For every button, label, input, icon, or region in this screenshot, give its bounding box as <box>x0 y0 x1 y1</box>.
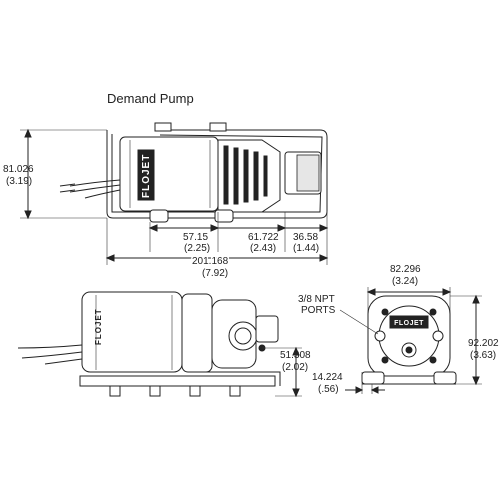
dim-front-height-mm: 92.202 <box>468 338 499 349</box>
top-view: FLOJET 81.026 (3.19) 57.1 <box>3 122 329 279</box>
ports-label-line2: PORTS <box>301 305 336 316</box>
dim-overall-mm: 201.168 <box>192 256 229 267</box>
side-view: FLOJET 51.308 (2.02) <box>17 291 311 398</box>
dim-foot-in: (.56) <box>318 384 339 395</box>
brand-label-side: FLOJET <box>94 308 103 345</box>
diagram-title: Demand Pump <box>107 91 194 106</box>
dim-front-height-in: (3.63) <box>470 350 496 361</box>
dim-foot-mm: 14.224 <box>312 372 343 383</box>
dim-front-width-mm: 82.296 <box>390 264 421 275</box>
dim-front-width-in: (3.24) <box>392 276 418 287</box>
dim-c-mm: 36.58 <box>293 232 318 243</box>
brand-label-top: FLOJET <box>141 154 152 198</box>
dim-b-mm: 61.722 <box>248 232 279 243</box>
brand-label-front: FLOJET <box>394 320 424 327</box>
dim-a-in: (2.25) <box>184 243 210 254</box>
dim-a-mm: 57.15 <box>183 232 208 243</box>
dim-port-height-mm: 51.308 <box>280 350 311 361</box>
dim-port-height-in: (2.02) <box>282 362 308 373</box>
dim-b-in: (2.43) <box>250 243 276 254</box>
dim-height-mm: 81.026 <box>3 164 34 175</box>
ports-label-line1: 3/8 NPT <box>298 294 335 305</box>
front-view: 82.296 (3.24) FLOJET 3/8 NPT PORTS 92.20… <box>298 264 499 395</box>
dim-c-in: (1.44) <box>293 243 319 254</box>
dim-overall-in: (7.92) <box>202 268 228 279</box>
dim-height-in: (3.19) <box>6 176 32 187</box>
